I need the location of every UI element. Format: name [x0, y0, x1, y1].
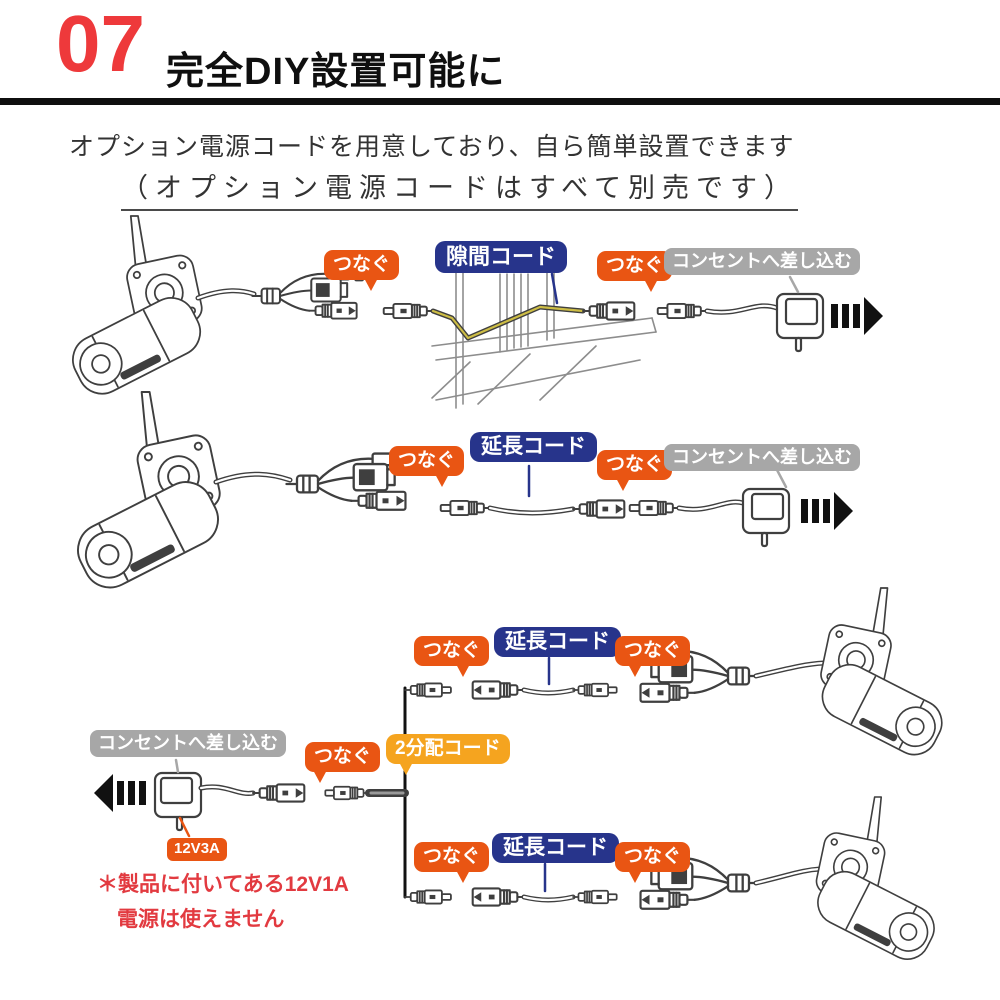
connect-label: つなぐ — [414, 842, 490, 883]
label-tail — [434, 473, 449, 487]
extension-cord-label: 延長コード — [492, 833, 619, 864]
label-tail — [644, 278, 658, 292]
connect-label: つなぐ — [414, 636, 490, 677]
connect-label-text: つなぐ — [624, 640, 682, 661]
dc-plug-illustration — [382, 302, 434, 320]
dc-plug-illustration — [324, 785, 370, 801]
gap-cord-label-text: 隙間コード — [446, 244, 557, 269]
intro-line-2: （オプション電源コードはすべて別売です） — [121, 166, 799, 211]
dc-plug-illustration — [656, 302, 708, 320]
dc-plug-illustration — [628, 499, 680, 517]
connect-label-text: つなぐ — [423, 640, 481, 661]
label-tail — [455, 663, 470, 677]
dc-plug-illustration — [439, 499, 491, 517]
dc-jack-illustration — [471, 887, 526, 907]
gap-cord-label: 隙間コード — [435, 241, 568, 273]
dc-jack-illustration — [251, 783, 306, 803]
outlet-label-text: コンセントへ差し込む — [672, 251, 852, 271]
outlet-label: コンセントへ差し込む — [664, 444, 860, 471]
connect-label-text: つなぐ — [423, 846, 481, 867]
camera-illustration — [809, 796, 943, 968]
outlet-label-text: コンセントへ差し込む — [672, 447, 852, 467]
power-rating-label-text: 12V3A — [174, 840, 220, 857]
connect-label-text: つなぐ — [398, 450, 456, 471]
splitter-cord-label: 2分配コード — [386, 734, 510, 775]
power-adapter-illustration — [153, 771, 203, 832]
dc-jack-illustration — [571, 499, 626, 519]
label-tail — [363, 277, 378, 291]
connect-label-text: つなぐ — [606, 255, 664, 276]
label-tail — [398, 761, 413, 775]
connect-label-text: つなぐ — [606, 454, 664, 475]
direction-arrow-icon — [799, 490, 855, 532]
extension-cord-label: 延長コード — [494, 627, 621, 658]
section-number: 07 — [56, 0, 145, 88]
power-rating-label: 12V3A — [167, 838, 227, 861]
camera-illustration — [813, 587, 951, 764]
dc-plug-illustration — [572, 682, 618, 698]
connect-label-text: つなぐ — [314, 746, 372, 767]
connect-label: つなぐ — [597, 251, 673, 292]
row1-gap-cord-diagram — [63, 215, 885, 409]
direction-arrow-icon — [829, 295, 885, 337]
outlet-label: コンセントへ差し込む — [664, 248, 860, 275]
connect-label: つなぐ — [615, 636, 691, 677]
direction-arrow-icon — [92, 772, 148, 814]
window-frame-illustration — [431, 271, 657, 409]
dc-plug-illustration — [404, 889, 452, 905]
connect-label: つなぐ — [305, 742, 381, 783]
connect-label: つなぐ — [389, 446, 465, 487]
page-title: 完全DIY設置可能に — [166, 51, 506, 93]
extension-cord-label-text: 延長コード — [505, 630, 610, 653]
dc-jack-illustration — [581, 301, 636, 321]
dc-plug-illustration — [404, 682, 452, 698]
caution-note-line-2: 電源は使えません — [117, 907, 285, 931]
dc-jack-illustration — [471, 680, 526, 700]
label-tail — [313, 769, 327, 783]
connect-label: つなぐ — [615, 842, 691, 883]
extension-cord-label-text: 延長コード — [481, 435, 586, 458]
label-tail — [628, 869, 643, 883]
dc-plug-illustration — [572, 889, 618, 905]
power-adapter-illustration — [741, 487, 791, 548]
extension-cord-label-text: 延長コード — [503, 836, 608, 859]
camera-illustration — [67, 391, 229, 598]
splitter-cord-label-text: 2分配コード — [395, 738, 501, 759]
label-tail — [628, 663, 643, 677]
connect-label-text: つなぐ — [624, 846, 682, 867]
divider-line — [0, 98, 1000, 105]
caution-note-line-1: ＊製品に付いてある12V1A — [97, 873, 349, 896]
connect-label: つなぐ — [597, 450, 673, 491]
connect-label: つなぐ — [324, 250, 400, 291]
power-adapter-illustration — [775, 292, 825, 353]
intro-line-1: オプション電源コードを用意しており、自ら簡単設置できます — [69, 133, 795, 161]
camera-illustration — [63, 215, 210, 403]
outlet-label-text: コンセントへ差し込む — [98, 733, 278, 753]
extension-cord-label: 延長コード — [470, 432, 597, 463]
row2-extension-cord-diagram — [67, 391, 855, 598]
label-tail — [616, 477, 631, 491]
outlet-label: コンセントへ差し込む — [90, 730, 286, 757]
caution-note: ＊製品に付いてある12V1A 電源は使えません — [97, 868, 349, 937]
gap-cord-cable-illustration — [430, 304, 586, 341]
row3-splitter-diagram — [92, 587, 951, 968]
connect-label-text: つなぐ — [333, 254, 391, 275]
label-tail — [455, 869, 470, 883]
